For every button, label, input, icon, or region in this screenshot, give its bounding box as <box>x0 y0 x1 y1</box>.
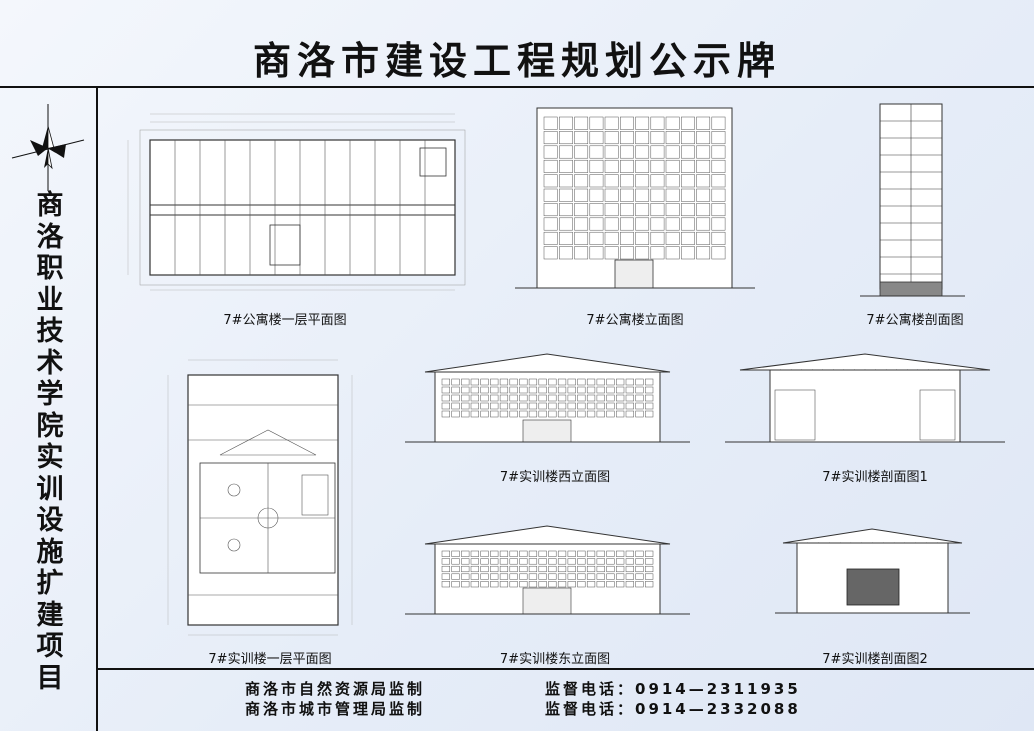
phone-2: 监督电话：0914—2332088 <box>545 700 801 718</box>
caption-training-section-1: 7#实训楼剖面图1 <box>822 470 928 485</box>
phone-1: 监督电话：0914—2311935 <box>545 680 801 698</box>
page-title: 商洛市建设工程规划公示牌 <box>252 39 781 83</box>
project-name-char: 术 <box>36 347 64 379</box>
caption-training-west-elevation: 7#实训楼西立面图 <box>499 470 611 485</box>
north-arrow-icon <box>8 96 88 196</box>
project-name-char: 设 <box>36 505 64 536</box>
project-name-char: 学 <box>36 379 64 410</box>
project-name-char: 院 <box>36 410 64 442</box>
header-divider <box>0 86 1034 88</box>
caption-apartment-elevation: 7#公寓楼立面图 <box>586 313 684 328</box>
training-section-1-drawing <box>725 350 1005 450</box>
project-name-char: 建 <box>36 599 64 631</box>
project-name: 商洛职业技术学院实训设施扩建项目 <box>26 190 74 694</box>
apartment-floor-plan-drawing <box>120 100 480 300</box>
sidebar-divider <box>96 86 98 731</box>
project-name-char: 扩 <box>36 568 64 599</box>
footer-divider <box>96 668 1034 670</box>
project-name-char: 项 <box>36 631 64 662</box>
project-name-char: 目 <box>36 662 64 694</box>
training-floor-plan-drawing <box>160 345 360 645</box>
project-name-char: 业 <box>36 284 64 316</box>
training-east-elevation-drawing <box>405 522 690 622</box>
training-section-2-drawing <box>775 525 970 620</box>
caption-training-section-2: 7#实训楼剖面图2 <box>822 652 928 667</box>
caption-apartment-floor-plan: 7#公寓楼一层平面图 <box>223 313 347 328</box>
project-name-char: 施 <box>36 536 64 568</box>
project-name-char: 洛 <box>36 221 64 253</box>
apartment-elevation-drawing <box>515 100 755 295</box>
training-west-elevation-drawing <box>405 350 690 450</box>
caption-training-floor-plan: 7#实训楼一层平面图 <box>208 652 332 667</box>
supervisor-1: 商洛市自然资源局监制 <box>245 680 426 698</box>
project-name-char: 商 <box>36 190 64 221</box>
project-name-char: 技 <box>36 316 64 347</box>
project-name-char: 职 <box>36 253 64 284</box>
supervisor-2: 商洛市城市管理局监制 <box>245 700 426 718</box>
apartment-section-drawing <box>860 100 965 305</box>
caption-apartment-section: 7#公寓楼剖面图 <box>866 313 964 328</box>
project-name-char: 实 <box>36 442 64 473</box>
project-name-char: 训 <box>36 473 64 505</box>
caption-training-east-elevation: 7#实训楼东立面图 <box>499 652 611 667</box>
